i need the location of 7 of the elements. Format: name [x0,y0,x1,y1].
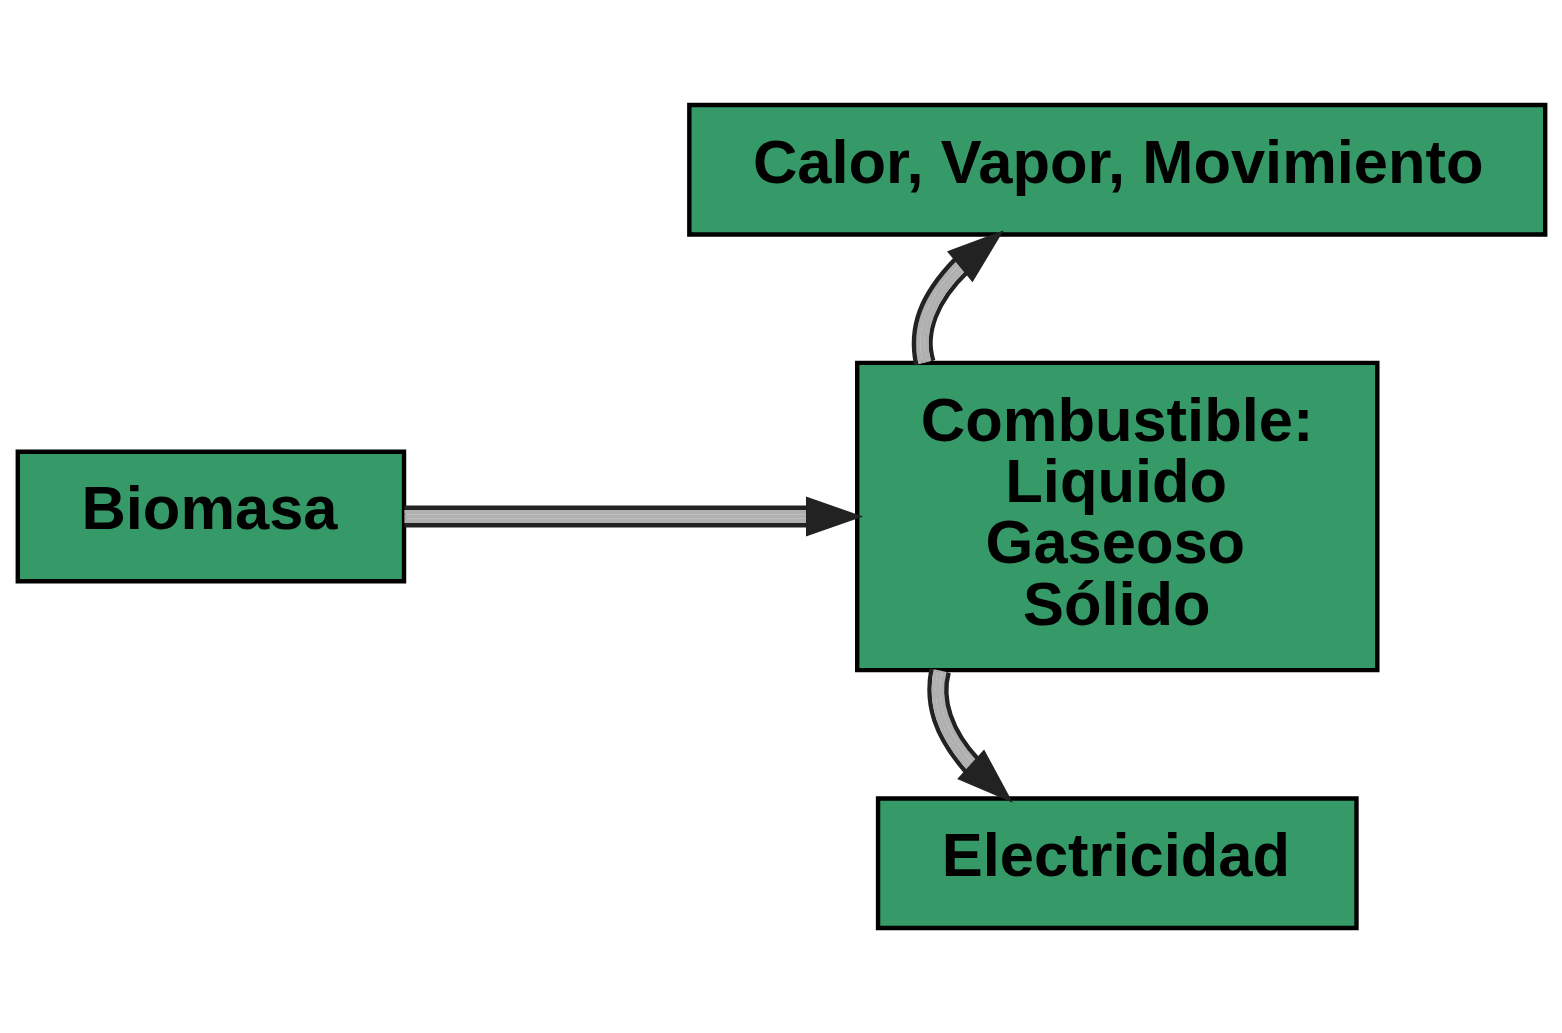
arrow [403,496,863,537]
arrow [911,230,1004,366]
node-box: Calor, Vapor, Movimiento [686,102,1547,237]
node-box: Combustible: Liquido Gaseoso Sólido [854,360,1380,673]
arrow [926,668,1013,803]
node-box: Electricidad [875,796,1359,931]
node-box: Biomasa [15,449,406,584]
